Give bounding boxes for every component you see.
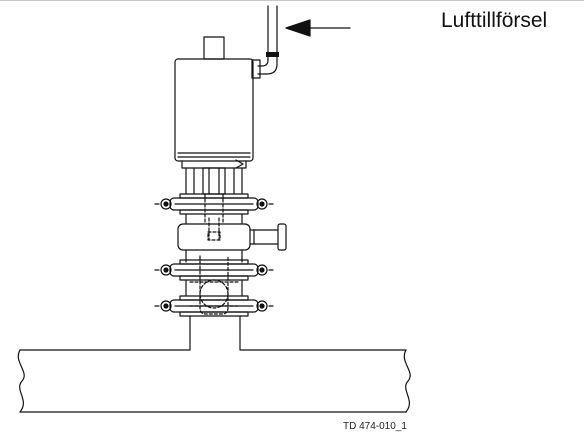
valve-lower-chamber — [185, 255, 243, 315]
air-supply-line — [251, 5, 279, 79]
clamp-ring-upper — [154, 193, 274, 215]
actuator-top-spigot — [203, 36, 225, 60]
air-inlet-arrow — [285, 19, 351, 37]
clamp-ring-middle — [154, 259, 274, 281]
actuator-body — [174, 58, 254, 169]
valve-body-middle — [177, 223, 287, 251]
valve-body-upper — [185, 193, 243, 241]
valve-yoke — [185, 159, 244, 195]
valve-pipe-neck — [189, 315, 241, 326]
drawing-reference-number: TD 474-010_1 — [343, 421, 407, 432]
top-border-line — [0, 0, 584, 1]
air-supply-label: Lufttillförsel — [441, 9, 548, 32]
clamp-ring-lower — [154, 295, 274, 317]
process-pipe — [17, 324, 411, 413]
